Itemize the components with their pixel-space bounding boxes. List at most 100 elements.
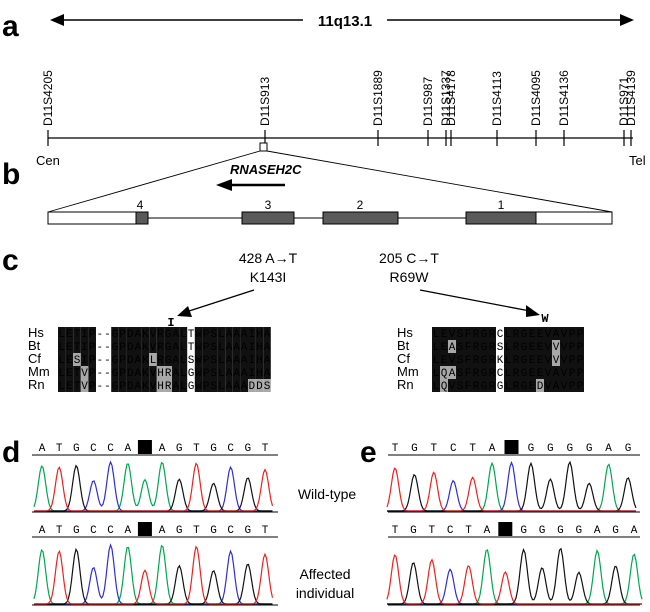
right-alignment-residue: G [481,355,488,367]
left-alignment-residue: A [233,368,240,380]
left-alignment-residue: S [210,368,217,380]
right-alignment-conserved-cell [480,366,488,379]
left-alignment-residue: W [195,368,202,380]
right-alignment-residue: A [553,381,560,393]
right-alignment-residue: V [449,381,456,393]
right-alignment-conserved-cell [512,340,520,353]
right-alignment-conserved-cell [568,327,576,340]
right-alignment-residue: G [521,355,528,367]
right-alignment-residue: R [513,355,520,367]
left-alignment-residue: P [89,342,96,354]
left-alignment-conserved-cell [141,366,150,379]
d-wildtype-base: A [39,443,46,455]
right-alignment-conserved-cell [560,327,568,340]
right-alignment-residue: E [529,381,536,393]
left-alignment-conserved-cell [58,353,66,366]
d-affected-base: A [39,525,46,537]
gene-direction-arrowhead [216,179,232,191]
right-alignment-residue: V [449,355,456,367]
d-wildtype-trace-g [34,464,273,512]
left-alignment-conserved-cell [126,353,134,366]
right-alignment-similar-cell [536,379,544,392]
left-alignment-residue: A [134,355,141,367]
exon-label-1: 1 [498,198,505,212]
left-alignment-residue: I [81,329,88,341]
left-alignment-species-mm: Mm [28,364,50,379]
left-alignment-conserved-cell [118,379,127,392]
right-alignment-conserved-cell [512,327,520,340]
left-alignment-conserved-cell [217,327,226,340]
d-affected-base: A [159,525,166,537]
left-alignment-residue: G [112,368,119,380]
d-wildtype-base: C [107,443,114,455]
left-alignment-conserved-cell [179,366,188,379]
left-alignment-conserved-cell [126,340,134,353]
left-alignment-residue: W [195,342,202,354]
e-affected-base: C [447,525,454,537]
left-alignment-residue: D [127,381,134,393]
right-alignment-residue: R [473,329,480,341]
left-alignment-conserved-cell [232,327,241,340]
e-affected-base: T [502,525,509,537]
marker-label-d11s913: D11S913 [258,77,272,126]
left-alignment-residue: R [157,355,164,367]
right-alignment-similar-cell [440,366,448,379]
e-wildtype-base: A [489,443,496,455]
d-affected-trace-t [34,545,274,605]
left-alignment-similar-cell [149,353,157,366]
e-wildtype-base: T [392,443,399,455]
left-alignment-similar-cell [248,327,256,340]
e-wildtype-base: T [469,443,476,455]
left-alignment-residue: R [157,342,164,354]
right-alignment-similar-cell [552,366,560,379]
d-affected-base: G [210,525,217,537]
left-alignment-conserved-cell [141,327,150,340]
left-alignment-conserved-cell [111,340,119,353]
left-alignment-residue: P [89,381,96,393]
right-alignment-residue: P [569,342,576,354]
left-alignment-conserved-cell [141,379,150,392]
band-label: 11q13.1 [318,13,372,30]
left-alignment-residue: H [256,368,263,380]
right-alignment-residue: K [497,355,504,367]
right-alignment-residue: E [441,329,448,341]
left-alignment-residue: H [256,355,263,367]
left-alignment-residue: P [203,381,210,393]
right-alignment-similar-cell [552,353,560,366]
right-alignment-residue: G [481,368,488,380]
left-alignment-residue: A [241,342,248,354]
marker-label-d11s4178: D11S4178 [444,70,458,126]
right-alignment-conserved-cell [488,340,496,353]
left-alignment-residue: P [203,368,210,380]
d-affected-base: C [107,525,114,537]
left-alignment-similar-cell [255,327,264,340]
exon-label-3: 3 [265,198,272,212]
right-alignment-conserved-cell [456,327,464,340]
left-alignment-residue: I [248,368,255,380]
left-alignment-conserved-cell [179,340,188,353]
left-alignment-conserved-cell [172,379,180,392]
right-alignment-residue: E [537,368,544,380]
right-alignment-conserved-cell [432,340,440,353]
left-alignment-residue: L [218,368,225,380]
left-alignment-residue: V [81,368,88,380]
right-alignment-conserved-cell [528,353,536,366]
right-alignment-conserved-cell [568,379,576,392]
right-alignment-similar-cell [552,379,560,392]
left-alignment-residue: G [165,329,172,341]
left-alignment-residue: A [134,342,141,354]
left-alignment-conserved-cell [194,340,203,353]
right-alignment-conserved-cell [544,353,552,366]
left-alignment-conserved-cell [172,366,180,379]
left-alignment-conserved-cell [88,340,96,353]
exon-label-4: 4 [137,198,144,212]
marker-label-d11s4139: D11S4139 [624,70,638,126]
right-alignment-conserved-cell [504,353,512,366]
right-alignment-residue: R [489,355,496,367]
right-alignment-conserved-cell [456,379,464,392]
right-alignment-similar-cell [440,327,448,340]
left-alignment-conserved-cell [202,327,210,340]
e-wildtype-base: C [508,443,515,455]
